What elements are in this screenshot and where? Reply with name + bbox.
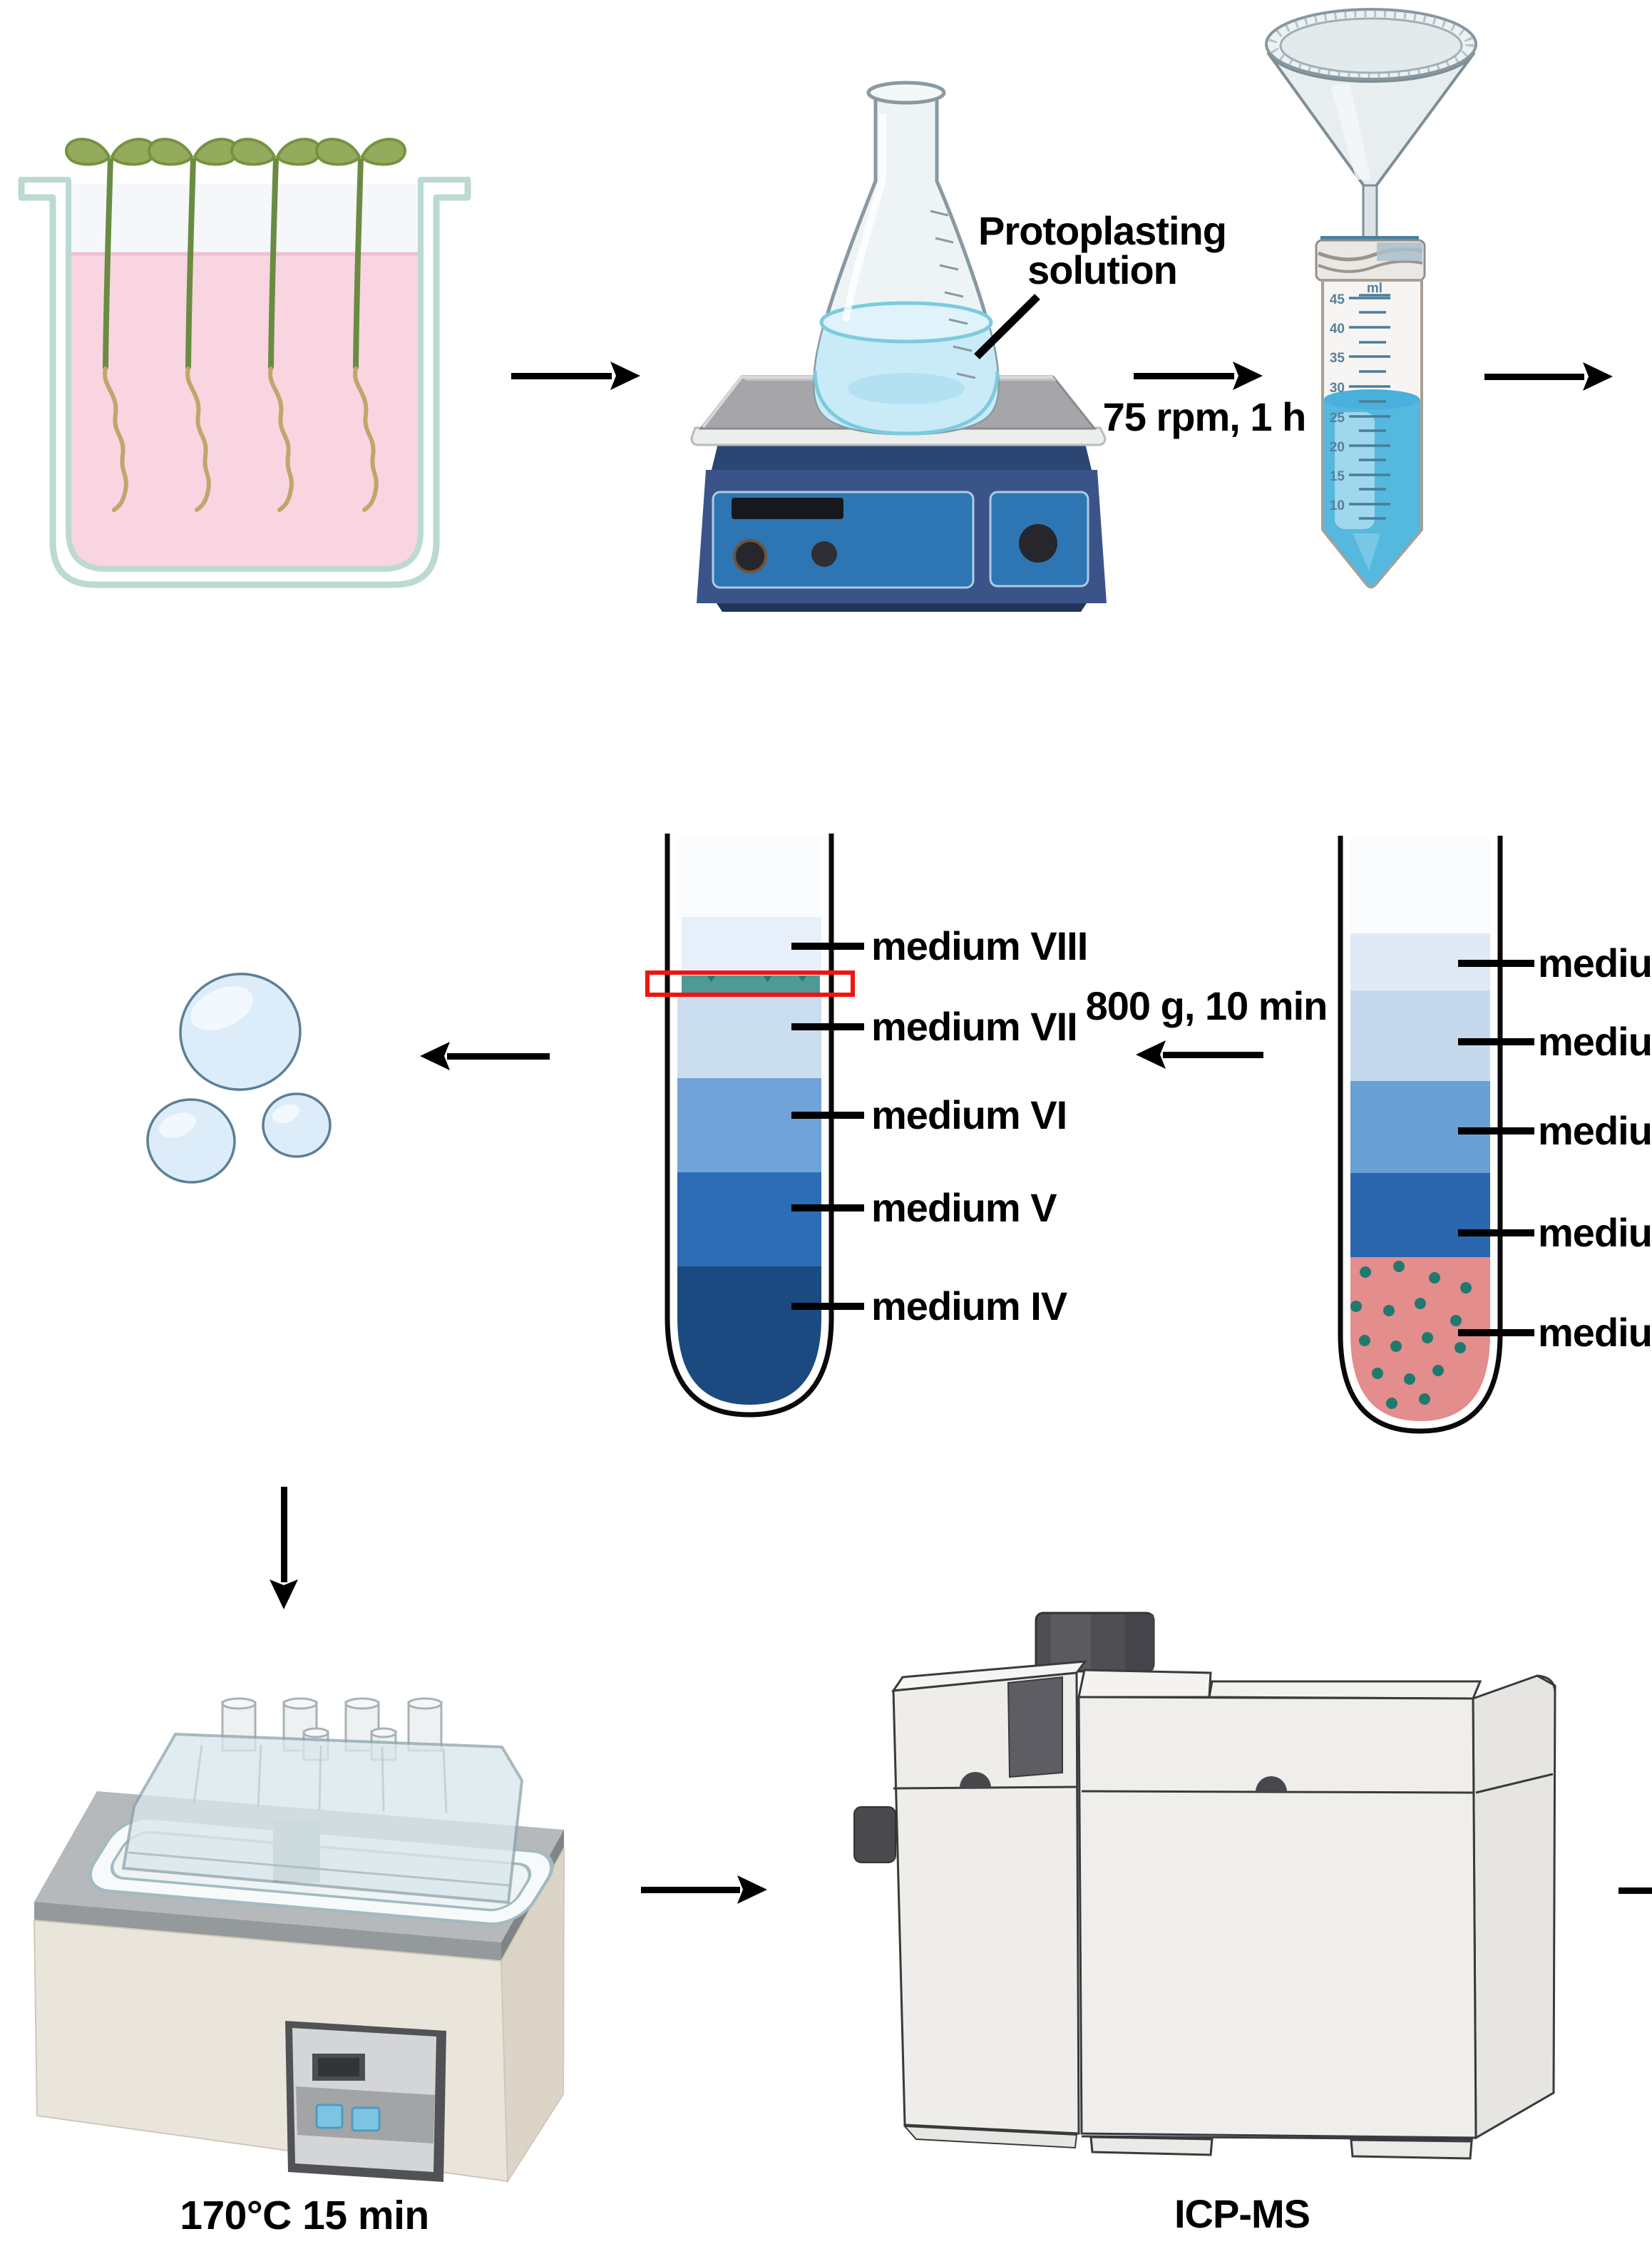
svg-text:45: 45 — [1330, 292, 1345, 307]
svg-text:medium VI: medium VI — [1538, 1108, 1652, 1153]
svg-text:medium VI: medium VI — [871, 1092, 1067, 1137]
svg-text:170°C 15 min: 170°C 15 min — [180, 2193, 429, 2238]
svg-text:medium IV: medium IV — [871, 1284, 1067, 1328]
svg-text:15: 15 — [1330, 469, 1345, 484]
svg-text:30: 30 — [1330, 381, 1345, 396]
svg-text:ml: ml — [1367, 281, 1382, 296]
svg-text:20: 20 — [1330, 440, 1345, 455]
svg-text:ICP-MS: ICP-MS — [1174, 2191, 1310, 2236]
svg-text:medium VIII: medium VIII — [871, 923, 1087, 968]
svg-text:75 rpm, 1 h: 75 rpm, 1 h — [1103, 394, 1306, 439]
svg-text:medium V: medium V — [871, 1185, 1057, 1230]
svg-text:medium VII: medium VII — [1538, 1019, 1652, 1064]
svg-text:medium IV: medium IV — [1538, 1310, 1652, 1355]
svg-text:40: 40 — [1330, 322, 1345, 337]
svg-text:25: 25 — [1330, 411, 1345, 426]
svg-text:10: 10 — [1330, 498, 1345, 513]
svg-text:solution: solution — [1027, 247, 1177, 292]
svg-text:medium V: medium V — [1538, 1210, 1652, 1255]
svg-text:35: 35 — [1330, 351, 1345, 366]
svg-text:800 g, 10 min: 800 g, 10 min — [1086, 983, 1328, 1028]
svg-text:medium VIII: medium VIII — [1538, 941, 1652, 985]
svg-text:Protoplasting: Protoplasting — [978, 208, 1226, 253]
svg-text:medium VII: medium VII — [871, 1004, 1077, 1049]
